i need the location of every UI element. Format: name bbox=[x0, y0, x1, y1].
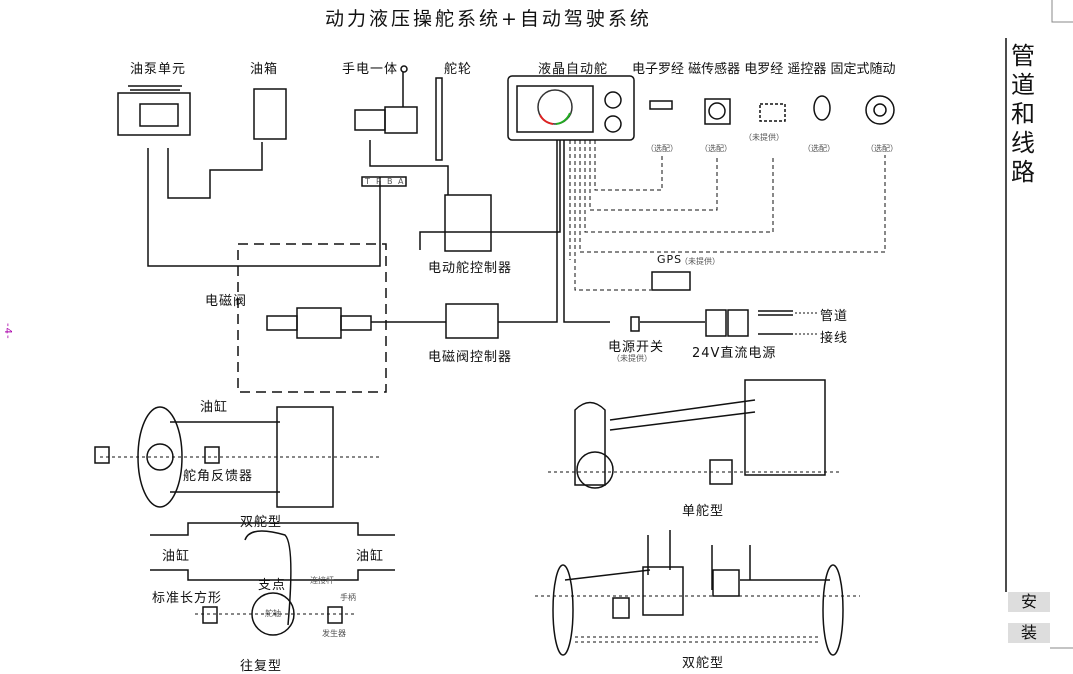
dc-power-icon bbox=[705, 309, 727, 337]
single-rudder-pump-plate bbox=[744, 379, 826, 476]
reciprocating-label: 往复型 bbox=[240, 659, 283, 674]
solenoid-controller-icon bbox=[445, 303, 499, 339]
cylinder-label-2: 油缸 bbox=[162, 549, 191, 564]
gps-label: GPS bbox=[657, 253, 683, 266]
solenoid-valve-icon bbox=[296, 307, 342, 339]
single-rudder-label: 单舵型 bbox=[682, 504, 725, 519]
port-T: T bbox=[365, 177, 375, 186]
remote-control-icon bbox=[813, 95, 831, 121]
page-title: 动力液压操舵系统+自动驾驶系统 bbox=[325, 8, 652, 30]
follow-up-icon bbox=[865, 95, 895, 125]
side-tab-2[interactable]: 装 bbox=[1008, 623, 1050, 643]
valve-ports-block bbox=[361, 176, 407, 187]
cylinder-label-3: 油缸 bbox=[356, 549, 385, 564]
solenoid-controller-label: 电磁阀控制器 bbox=[428, 350, 513, 365]
hand-electric-icon bbox=[354, 109, 386, 131]
connecting-rod-label: 连接杆 bbox=[310, 576, 334, 585]
port-P: P bbox=[376, 177, 381, 186]
port-B: B bbox=[387, 177, 393, 186]
not-supplied-note: （未提供） bbox=[744, 133, 784, 142]
pump-unit-icon bbox=[117, 92, 191, 136]
oil-tank-icon bbox=[253, 88, 287, 140]
gps-note: （未提供） bbox=[680, 257, 720, 266]
power-switch-note: （未提供） bbox=[612, 354, 652, 363]
double-rudder-left-tiller bbox=[552, 564, 574, 656]
rudder-stock-label: 舵轴 bbox=[265, 609, 281, 618]
twin-rudder-label: 双舵型 bbox=[240, 515, 283, 530]
hand-electric-label: 手电一体 bbox=[342, 62, 399, 77]
oil-tank-label: 油箱 bbox=[250, 62, 279, 77]
legend-wire-label: 接线 bbox=[820, 331, 849, 346]
sensors-header-label: 电子罗经 磁传感器 电罗经 遥控器 固定式随动 bbox=[632, 62, 896, 77]
double-rudder-label: 双舵型 bbox=[682, 656, 725, 671]
single-rudder-tiller bbox=[574, 401, 606, 486]
pivot-label: 支点 bbox=[258, 578, 287, 593]
cylinder-label-1: 油缸 bbox=[200, 400, 229, 415]
section-title: 管道和线路 bbox=[1011, 42, 1035, 186]
side-tab-1[interactable]: 安 bbox=[1008, 592, 1050, 612]
pump-unit-label: 油泵单元 bbox=[130, 62, 187, 77]
gyro-compass-icon bbox=[759, 103, 786, 122]
optional-note-4: （选配） bbox=[866, 144, 898, 153]
rudder-feedback-label: 舵角反馈器 bbox=[183, 469, 254, 484]
electronic-compass-icon bbox=[649, 100, 673, 110]
solenoid-valve-label: 电磁阀 bbox=[205, 294, 248, 309]
standard-rect-label: 标准长方形 bbox=[152, 591, 223, 606]
transmitter-label: 发生器 bbox=[322, 629, 346, 638]
legend-pipe-label: 管道 bbox=[820, 309, 849, 324]
lcd-autopilot-label: 液晶自动舵 bbox=[538, 62, 609, 77]
power-switch-label: 电源开关 bbox=[608, 340, 665, 355]
power-switch-icon bbox=[630, 316, 640, 332]
gps-icon bbox=[651, 271, 691, 291]
optional-note-2: （选配） bbox=[700, 144, 732, 153]
optional-note-1: （选配） bbox=[646, 144, 678, 153]
port-A: A bbox=[398, 177, 404, 186]
dc-power-label: 24V直流电源 bbox=[692, 346, 777, 361]
double-rudder-right-tiller bbox=[822, 564, 844, 656]
magnetic-sensor-icon bbox=[704, 98, 731, 125]
page-number: -4- bbox=[2, 323, 13, 340]
lcd-autopilot-icon bbox=[507, 75, 635, 141]
handle-label: 手柄 bbox=[340, 593, 356, 602]
electric-controller-icon bbox=[444, 194, 492, 252]
helm-wheel-icon bbox=[435, 77, 443, 161]
electric-controller-label: 电动舵控制器 bbox=[428, 261, 513, 276]
optional-note-3: （选配） bbox=[803, 144, 835, 153]
helm-wheel-label: 舵轮 bbox=[444, 62, 473, 77]
